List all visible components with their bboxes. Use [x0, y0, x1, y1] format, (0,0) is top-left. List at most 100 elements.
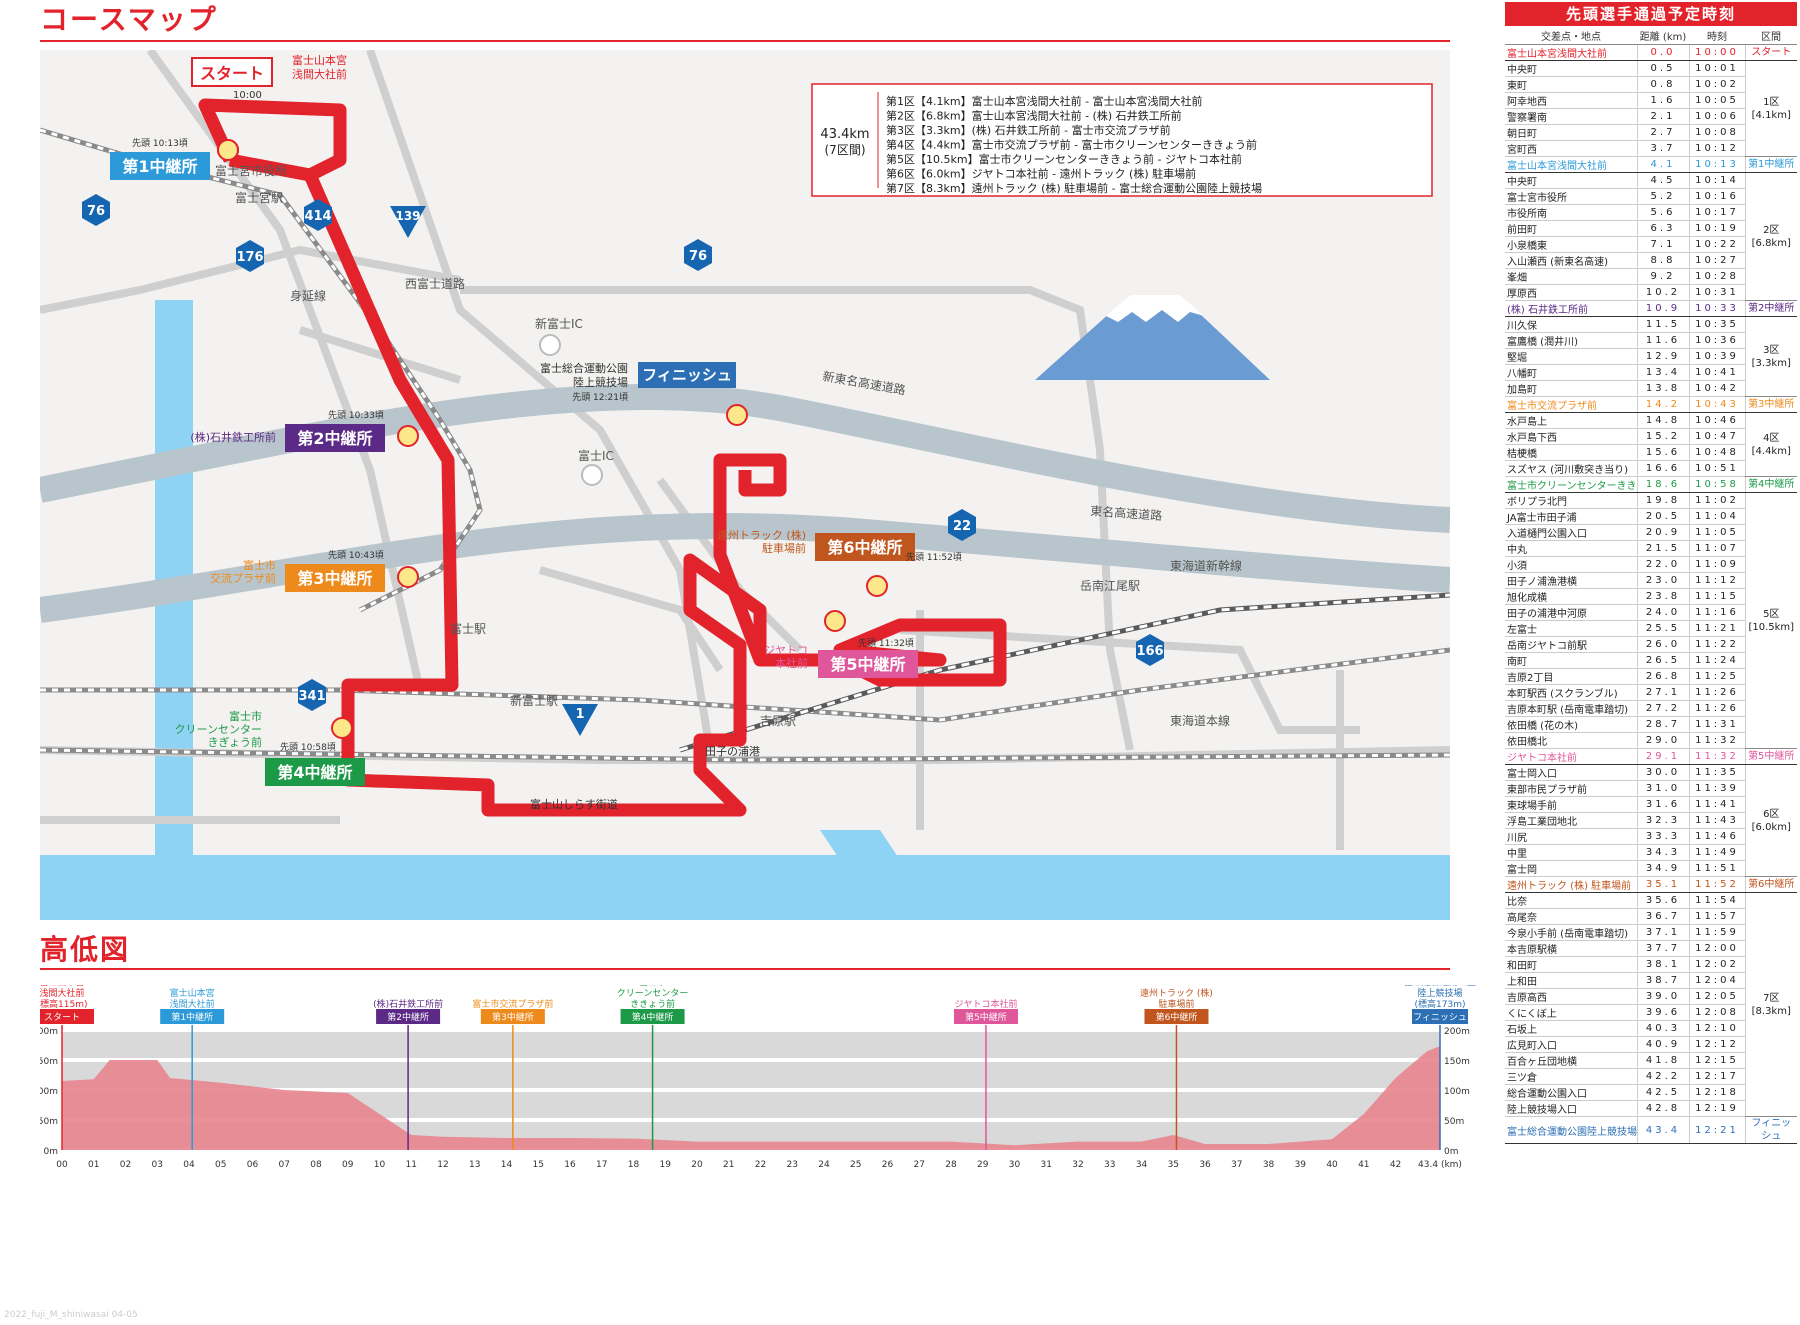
tokaido-shinkansen-label: 東海道新幹線	[1170, 558, 1242, 573]
svg-text:第6中継所: 第6中継所	[1156, 1011, 1198, 1023]
svg-text:第5中継所: 第5中継所	[965, 1011, 1007, 1023]
svg-text:(株)石井鉄工所前: (株)石井鉄工所前	[373, 998, 443, 1010]
svg-text:200m: 200m	[1444, 1027, 1470, 1037]
nishifuji-road-label: 西富士道路	[405, 276, 465, 291]
svg-text:76: 76	[689, 249, 707, 264]
svg-text:本社前: 本社前	[775, 656, 808, 670]
svg-text:24: 24	[818, 1160, 830, 1170]
svg-text:駐車場前: 駐車場前	[1158, 998, 1194, 1010]
svg-text:10: 10	[374, 1160, 386, 1170]
svg-text:33: 33	[1104, 1160, 1115, 1170]
svg-text:150m: 150m	[1444, 1057, 1470, 1067]
svg-text:先頭 10:58頃: 先頭 10:58頃	[280, 741, 336, 753]
svg-text:38: 38	[1263, 1160, 1275, 1170]
legend-line: 第7区【8.3km】遠州トラック (株) 駐車場前 - 富士総合運動公園陸上競技…	[886, 181, 1262, 195]
minobu-line-label: 身延線	[290, 288, 326, 303]
svg-text:341: 341	[298, 689, 325, 704]
svg-text:先頭 11:32頃: 先頭 11:32頃	[858, 637, 914, 649]
svg-text:富士総合運動公園: 富士総合運動公園	[540, 361, 628, 375]
svg-text:0m: 0m	[44, 1147, 59, 1157]
timetable-section: 6区 [6.0km]	[1744, 764, 1797, 877]
svg-text:05: 05	[215, 1160, 226, 1170]
course-map[interactable]: 76 176 414 139 76 22 166 341 1 富士宮市役所 富士…	[40, 50, 1450, 920]
svg-text:41: 41	[1358, 1160, 1369, 1170]
svg-text:25: 25	[850, 1160, 861, 1170]
timetable-section: 第6中継所	[1744, 876, 1797, 893]
timetable-section: 第5中継所	[1744, 748, 1797, 765]
timetable-title: 先頭選手通過予定時刻	[1505, 2, 1797, 26]
svg-text:富士市: 富士市	[243, 558, 276, 572]
svg-text:浅間大社前: 浅間大社前	[292, 67, 347, 81]
svg-text:陸上競技場: 陸上競技場	[1417, 987, 1462, 999]
fujinomiya-station-label: 富士宮駅	[235, 190, 283, 205]
legend-line: 第2区【6.8km】富士山本宮浅間大社前 - (株) 石井鉄工所前	[886, 109, 1182, 123]
svg-text:50m: 50m	[1444, 1117, 1464, 1127]
svg-text:フィニッシュ: フィニッシュ	[1413, 1013, 1467, 1023]
finish-marker[interactable]: 富士総合運動公園 陸上競技場 先頭 12:21頃 フィニッシュ	[540, 361, 748, 426]
sea	[40, 855, 1450, 920]
svg-text:20: 20	[691, 1160, 703, 1170]
svg-text:18: 18	[628, 1160, 640, 1170]
timetable-section: 第2中継所	[1744, 300, 1797, 317]
timetable-section: 第4中継所	[1744, 476, 1797, 493]
svg-text:414: 414	[304, 209, 331, 224]
svg-text:(標高115m): (標高115m)	[40, 998, 87, 1010]
svg-text:150m: 150m	[40, 1057, 58, 1067]
svg-text:ききょう前: ききょう前	[630, 998, 675, 1010]
svg-text:先頭 10:33頃: 先頭 10:33頃	[328, 409, 384, 421]
svg-text:ジヤトコ: ジヤトコ	[764, 644, 808, 657]
svg-text:27: 27	[914, 1160, 925, 1170]
svg-text:第2中継所: 第2中継所	[387, 1011, 429, 1023]
timetable-section: 3区 [3.3km]	[1744, 316, 1797, 397]
svg-text:(株)石井鉄工所前: (株)石井鉄工所前	[190, 430, 276, 444]
svg-text:02: 02	[120, 1160, 131, 1170]
svg-text:19: 19	[660, 1160, 672, 1170]
svg-text:先頭 11:52頃: 先頭 11:52頃	[906, 551, 962, 563]
svg-text:100m: 100m	[1444, 1087, 1470, 1097]
svg-text:富士山本宮: 富士山本宮	[170, 987, 215, 999]
course-map-rule	[40, 40, 1450, 42]
svg-text:(標高173m): (標高173m)	[1415, 998, 1466, 1010]
timetable-section: 4区 [4.4km]	[1744, 412, 1797, 477]
svg-text:スタート: スタート	[44, 1012, 80, 1023]
